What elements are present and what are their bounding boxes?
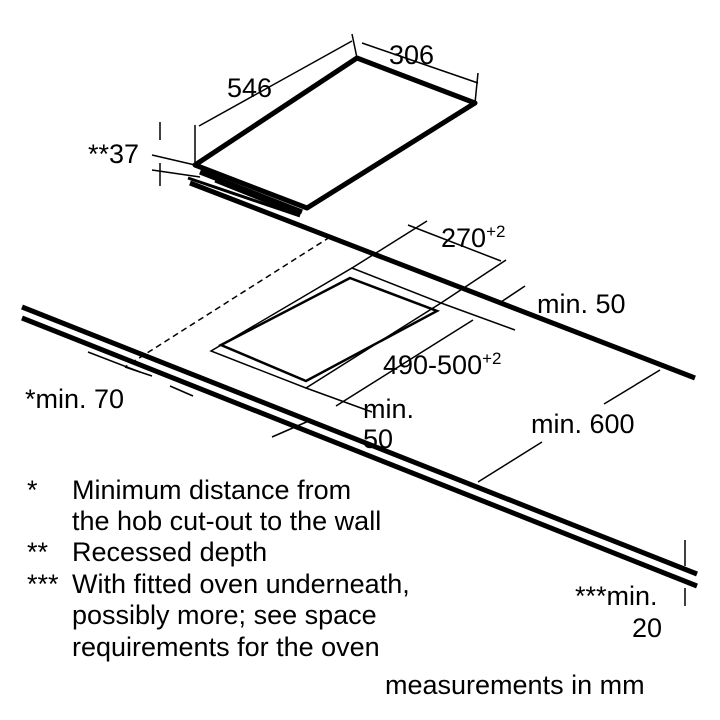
dim-cutout-width: 270+2 xyxy=(351,220,507,304)
hob-unit xyxy=(187,55,478,218)
legend-1-line-1: Minimum distance from xyxy=(72,475,351,505)
dim-cutout-width-label: 270+2 xyxy=(441,222,505,253)
hob-top-surface xyxy=(192,55,478,211)
dim-oven-min-label-1: ***min. xyxy=(575,581,658,611)
units-note: measurements in mm xyxy=(385,670,645,700)
dim-hob-height: **37 xyxy=(88,122,201,186)
legend-3-line-2: possibly more; see space xyxy=(72,600,377,630)
legend-marker-2: ** xyxy=(27,537,49,567)
legend-marker-3: *** xyxy=(27,569,59,599)
legend: * Minimum distance from the hob cut-out … xyxy=(27,475,410,662)
dim-hob-depth: 546 xyxy=(194,33,358,163)
legend-2-line-1: Recessed depth xyxy=(72,537,267,567)
dim-front-min-label-2: 50 xyxy=(363,424,393,454)
dim-hob-width: 306 xyxy=(361,40,479,104)
dim-hob-height-label: **37 xyxy=(88,139,139,169)
worktop-front-bottom xyxy=(21,315,698,589)
worktop-front-edge xyxy=(21,304,698,577)
legend-3-line-3: requirements for the oven xyxy=(72,632,380,662)
dim-worktop-min-label: min. 600 xyxy=(531,409,635,439)
dim-rear-min: min. 50 xyxy=(500,285,626,319)
wall-dashed-line xyxy=(124,236,331,368)
dim-rear-min-label: min. 50 xyxy=(537,289,626,319)
dim-wall-min: *min. 70 xyxy=(25,351,194,414)
worktop xyxy=(21,180,698,589)
dim-hob-width-label: 306 xyxy=(389,40,434,70)
dim-oven-min-label-2: 20 xyxy=(632,613,662,643)
hob-edge-line xyxy=(187,176,301,218)
dim-oven-min: ***min. 20 xyxy=(575,540,686,643)
dim-front-min-label-1: min. xyxy=(363,394,414,424)
legend-marker-1: * xyxy=(27,475,38,505)
dim-front-min: min. 50 xyxy=(271,394,414,454)
hob-underside-2 xyxy=(214,179,301,217)
worktop-back-edge xyxy=(189,180,696,381)
dim-hob-depth-label: 546 xyxy=(227,73,272,103)
dim-worktop-min: min. 600 xyxy=(477,369,661,483)
legend-1-line-2: the hob cut-out to the wall xyxy=(72,506,381,536)
legend-3-line-1: With fitted oven underneath, xyxy=(72,569,410,599)
dim-cutout-depth: 490-500+2 xyxy=(305,302,516,413)
hob-underside xyxy=(199,169,303,215)
dim-wall-min-label: *min. 70 xyxy=(25,384,124,414)
dim-cutout-depth-label: 490-500+2 xyxy=(383,349,501,380)
cutout-inner xyxy=(218,276,441,383)
